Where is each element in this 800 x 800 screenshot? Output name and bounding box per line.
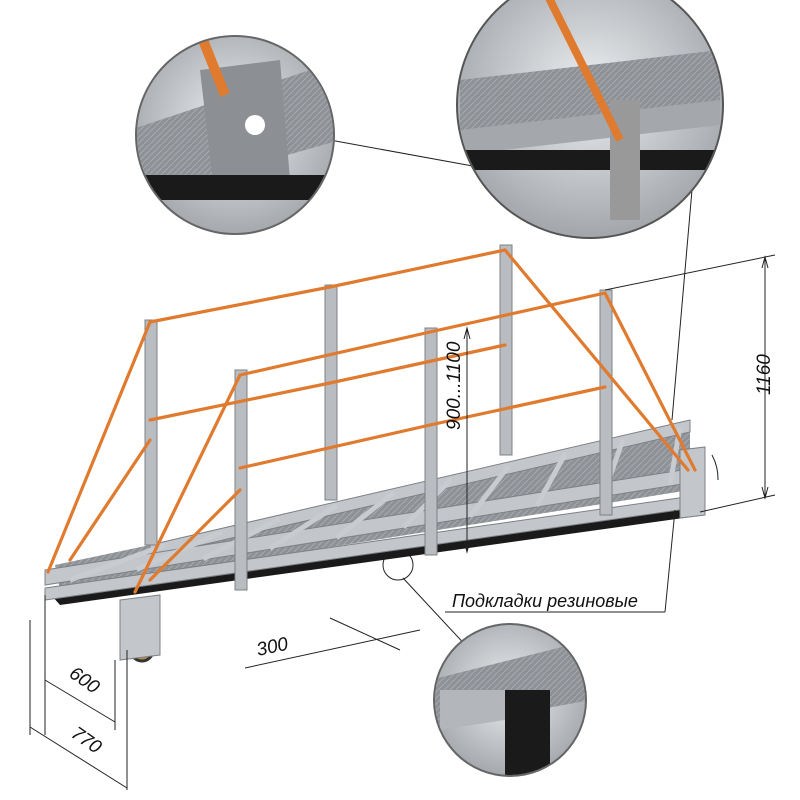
step-bar bbox=[335, 490, 396, 540]
dim-inner-width: 600 bbox=[65, 663, 103, 699]
gangway-frame bbox=[44, 419, 706, 663]
detail-inset-hook bbox=[135, 35, 335, 235]
dim-overall-height: 1160 bbox=[754, 354, 775, 395]
end-plate bbox=[119, 594, 161, 661]
dim-step-pitch: 300 bbox=[255, 634, 291, 661]
end-plate-right bbox=[679, 446, 706, 519]
step-bar bbox=[534, 452, 568, 508]
dimension-lines bbox=[29, 254, 776, 790]
dim-railing-height: 900...1100 bbox=[444, 341, 465, 430]
callout-rubber-pads: Подкладки резиновые bbox=[452, 591, 638, 611]
step-bar bbox=[69, 542, 166, 583]
ropes bbox=[46, 248, 697, 594]
detail-inset-end bbox=[456, 0, 724, 239]
detail-inset-rubber-pad bbox=[433, 623, 587, 777]
step-bar bbox=[468, 464, 511, 519]
step-bar bbox=[268, 503, 339, 551]
dim-outer-width: 770 bbox=[67, 723, 105, 759]
